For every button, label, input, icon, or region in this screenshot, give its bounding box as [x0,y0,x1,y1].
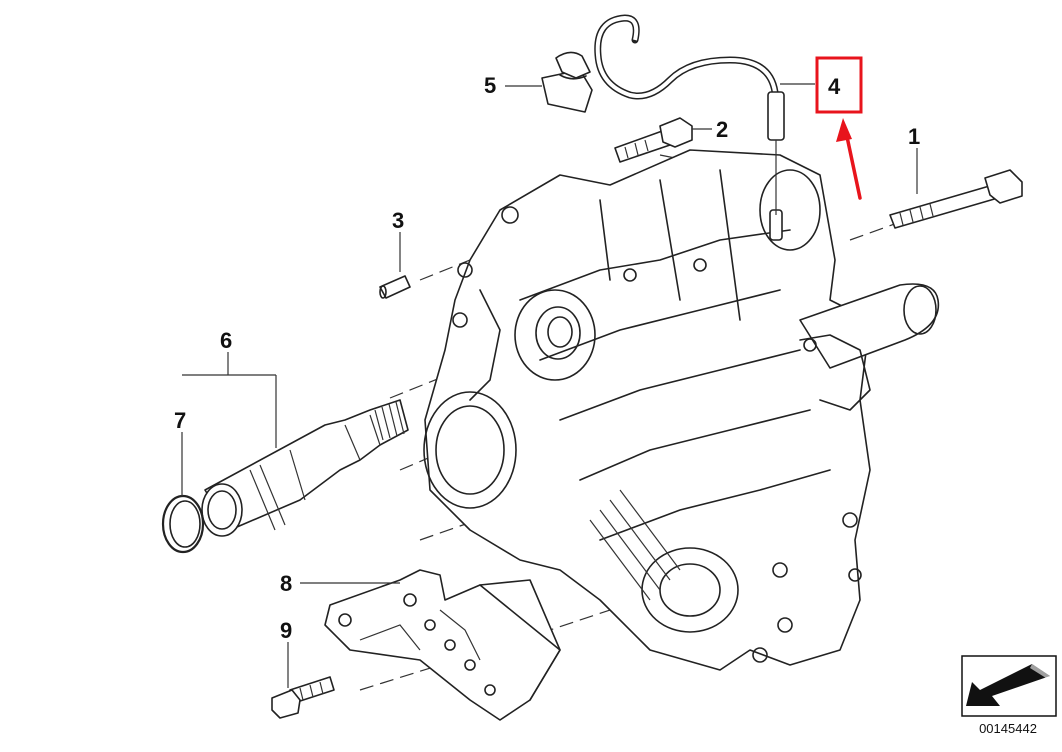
callout-8: 8 [280,571,292,596]
part-9-bracket-bolt[interactable] [271,642,335,719]
callout-7: 7 [174,408,186,433]
catalog-number: 00145442 [979,721,1037,736]
part-3-dowel-pin[interactable] [379,232,411,299]
callout-3: 3 [392,208,404,233]
callout-1: 1 [908,124,920,149]
part-4-speed-sensor[interactable] [594,14,815,215]
part-2-short-bolt[interactable] [614,117,712,163]
part-8-mounting-bracket[interactable] [300,569,561,721]
arrow-down-left-icon [961,655,1057,717]
part-7-o-ring[interactable] [161,432,205,554]
part-1-long-bolt[interactable] [889,148,1023,229]
transfer-case-housing[interactable] [423,149,940,671]
callout-9: 9 [280,618,292,643]
callout-4: 4 [828,74,841,99]
part-6-drive-shaft[interactable] [182,352,409,537]
callout-4-highlight-box [815,56,863,114]
callout-5: 5 [484,73,496,98]
callout-2: 2 [716,117,728,142]
red-arrow-icon [836,118,862,200]
part-5-cable-clip[interactable] [505,51,593,113]
callout-6: 6 [220,328,232,353]
